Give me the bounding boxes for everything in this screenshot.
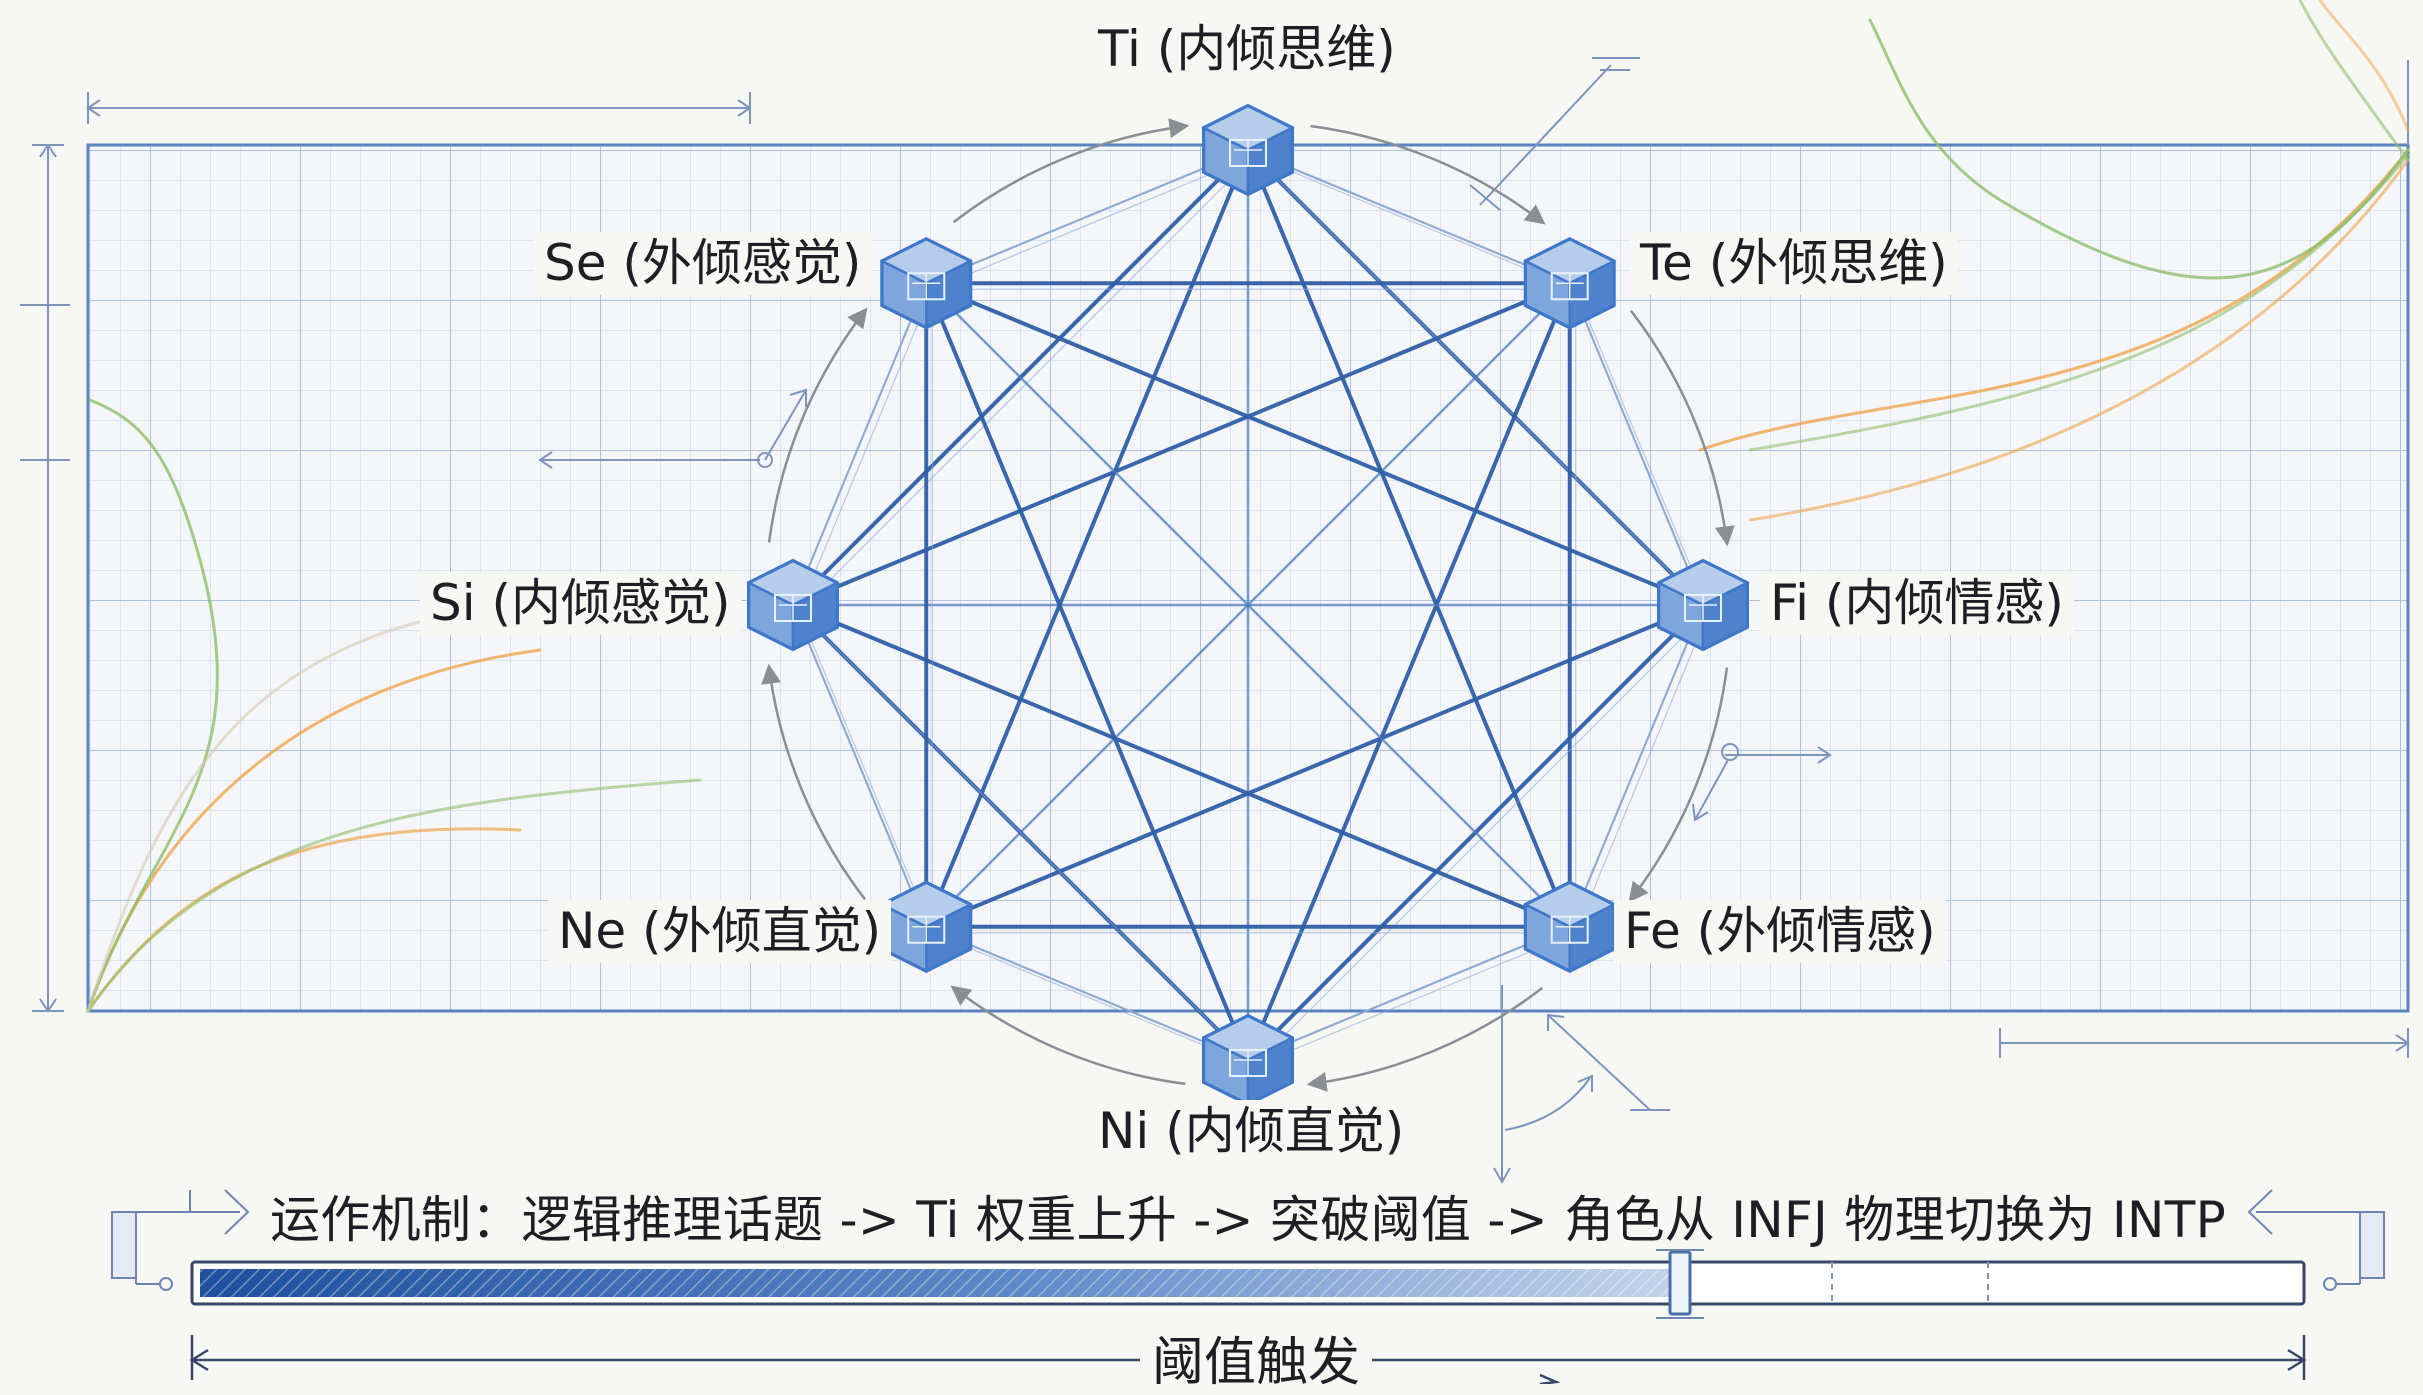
connection-ne-si	[792, 604, 928, 928]
connection-ni-ne	[925, 925, 1249, 1061]
connection-ti-ne	[924, 149, 1250, 928]
cube-node-te	[1522, 237, 1617, 330]
threshold-label: 阈值触发	[1140, 1320, 1373, 1395]
connection-te-si	[792, 281, 1571, 607]
cube-node-ne	[879, 880, 974, 973]
connection-si-se	[792, 282, 928, 606]
cube-node-ti	[1201, 103, 1295, 197]
cube-node-se	[879, 237, 974, 330]
label-ni: Ni (内倾直觉)	[1088, 1100, 1415, 1163]
ring-arc-fi-to-fe	[1628, 667, 1729, 903]
dimension-lines	[20, 57, 2410, 1185]
ring-arc-ne-to-si	[761, 663, 867, 901]
label-se: Se (外倾感觉)	[534, 232, 872, 295]
connection-fi-ne	[925, 603, 1704, 929]
ring-arc-si-to-se	[767, 307, 868, 543]
ring-arc-ni-to-ne	[950, 985, 1186, 1086]
cube-node-si	[746, 558, 840, 652]
cube-node-ni	[1201, 1013, 1295, 1107]
connection-ti-te	[1247, 149, 1571, 285]
connection-ti-se	[925, 149, 1249, 285]
connection-fe-ni	[1247, 925, 1571, 1061]
label-fi: Fi (内倾情感)	[1760, 572, 2074, 635]
function-nodes	[746, 103, 1750, 1107]
ring-arc-te-to-fi	[1629, 309, 1735, 547]
connection-ti-fe	[1246, 149, 1572, 928]
connection-fe-si	[792, 603, 1571, 929]
label-ne: Ne (外倾直觉)	[548, 900, 892, 963]
bar-brackets	[111, 1189, 2385, 1291]
cube-node-fi	[1656, 558, 1750, 652]
connection-te-fi	[1568, 282, 1704, 606]
threshold-bar	[190, 1249, 2306, 1319]
connection-fe-se	[925, 282, 1571, 928]
connection-fi-se	[925, 281, 1704, 607]
label-ti: Ti (内倾思维)	[1088, 18, 1406, 81]
label-fe: Fe (外倾情感)	[1614, 900, 1946, 963]
connection-ni-se	[924, 282, 1250, 1061]
ring-arc-fe-to-ni	[1306, 986, 1544, 1092]
label-si: Si (内倾感觉)	[420, 572, 741, 635]
mechanism-caption: 运作机制：逻辑推理话题 -> Ti 权重上升 -> 突破阈值 -> 角色从 IN…	[270, 1191, 2227, 1249]
connection-te-ni	[1246, 282, 1572, 1061]
label-te: Te (外倾思维)	[1630, 232, 1958, 295]
function-connections	[791, 148, 1710, 1067]
connection-fi-fe	[1568, 604, 1704, 928]
cube-node-fe	[1522, 880, 1617, 973]
ring-arc-se-to-ti	[952, 118, 1190, 224]
ring-arc-ti-to-te	[1310, 124, 1546, 225]
